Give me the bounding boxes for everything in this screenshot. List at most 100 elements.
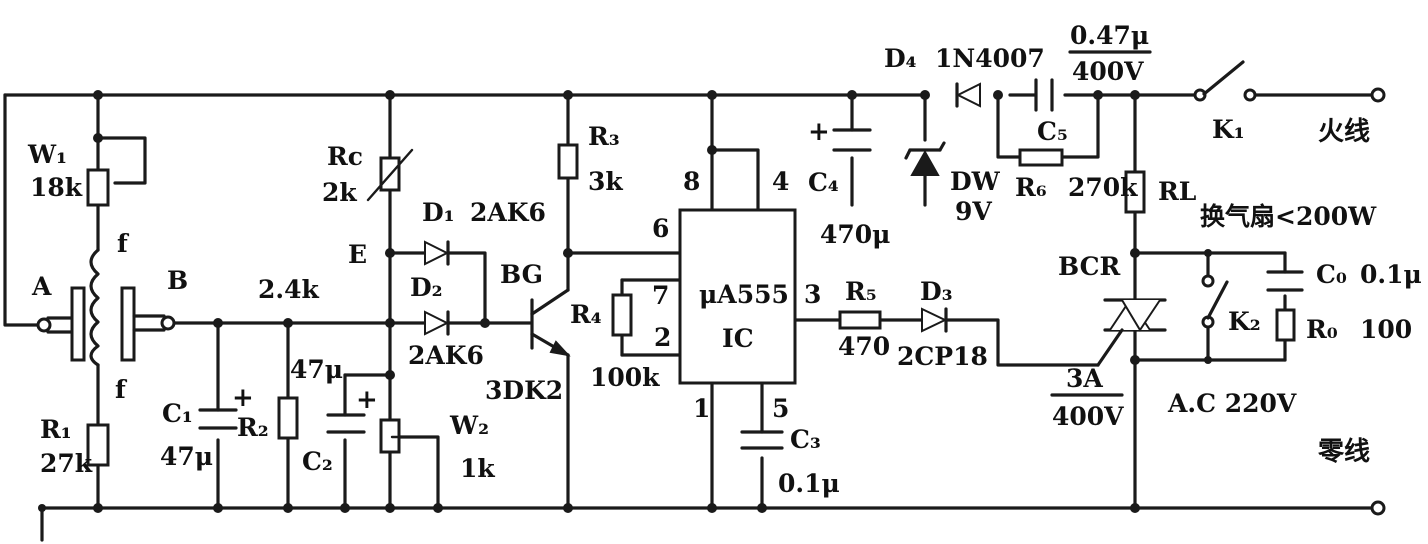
bcr-triac bbox=[1096, 298, 1167, 367]
ic-name: μA555 bbox=[699, 280, 789, 309]
r6-label: R₆ bbox=[1015, 173, 1047, 202]
live-label: 火线 bbox=[1318, 117, 1370, 147]
c3-value: 0.1μ bbox=[778, 469, 840, 498]
c1-value: 47μ bbox=[160, 442, 213, 471]
c2-capacitor bbox=[326, 413, 366, 434]
w1-value: 18k bbox=[30, 173, 83, 202]
bcr-value-top: 3A bbox=[1066, 364, 1103, 393]
ic-pin-2: 2 bbox=[654, 323, 671, 352]
coil-label-top: f bbox=[117, 229, 130, 258]
probe-a bbox=[36, 286, 86, 362]
r2-resistor bbox=[277, 396, 299, 440]
r5-resistor bbox=[838, 310, 882, 330]
rl-label: RL bbox=[1158, 177, 1197, 206]
bg-transistor bbox=[530, 288, 571, 357]
w2-potentiometer bbox=[379, 418, 402, 454]
c4-value: 470μ bbox=[820, 220, 890, 249]
w1-potentiometer bbox=[86, 168, 110, 207]
k1-label: K₁ bbox=[1212, 115, 1245, 144]
d1-type: 2AK6 bbox=[470, 198, 546, 227]
probe-b bbox=[120, 286, 176, 362]
ic-pin-1: 1 bbox=[693, 394, 710, 423]
component-labels: W₁ 18k f f A B R₁ 27k C₁ 47μ + R₂ 2.4k 4… bbox=[27, 21, 1422, 498]
d4-diode bbox=[955, 82, 981, 108]
c4-capacitor bbox=[832, 128, 872, 152]
ic-ref: IC bbox=[722, 324, 754, 353]
r1-resistor bbox=[86, 423, 110, 467]
c0-value: 0.1μ bbox=[1360, 260, 1422, 289]
ic-pin-4: 4 bbox=[772, 167, 789, 196]
live-terminal bbox=[1370, 87, 1386, 103]
c2-plus: + bbox=[356, 385, 378, 415]
c2-label: C₂ bbox=[302, 447, 333, 476]
dw-value: 9V bbox=[955, 197, 992, 226]
c1-label: C₁ bbox=[162, 399, 193, 428]
c5-capacitor bbox=[1034, 78, 1054, 112]
w2-value: 1k bbox=[460, 454, 495, 483]
d2-diode bbox=[424, 310, 450, 336]
k2-label: K₂ bbox=[1228, 307, 1261, 336]
r0-value: 100 bbox=[1360, 315, 1412, 344]
c5-value-bottom: 400V bbox=[1072, 57, 1144, 86]
d2-label: D₂ bbox=[410, 273, 443, 302]
r6-resistor bbox=[1018, 148, 1064, 167]
c0-label: C₀ bbox=[1316, 260, 1347, 289]
d3-diode bbox=[921, 307, 948, 333]
c1-plus: + bbox=[232, 383, 254, 413]
c5-value-top: 0.47μ bbox=[1070, 21, 1149, 50]
r5-label: R₅ bbox=[845, 277, 877, 306]
rl-load bbox=[1124, 170, 1146, 214]
rc-label: Rc bbox=[327, 142, 363, 171]
r1-value: 27k bbox=[40, 449, 93, 478]
rc-value: 2k bbox=[322, 178, 357, 207]
r4-resistor bbox=[611, 293, 633, 337]
d1-label: D₁ bbox=[422, 198, 455, 227]
d3-type: 2CP18 bbox=[897, 342, 988, 371]
ic-pin-5: 5 bbox=[772, 394, 789, 423]
ic-pin-8: 8 bbox=[683, 167, 700, 196]
w2-label: W₂ bbox=[449, 411, 489, 440]
k1-switch bbox=[1193, 60, 1257, 102]
r3-value: 3k bbox=[588, 167, 623, 196]
supply-label: A.C 220V bbox=[1167, 389, 1297, 418]
r5-value: 470 bbox=[838, 332, 890, 361]
k2-switch bbox=[1201, 274, 1229, 329]
bg-label: BG bbox=[500, 260, 543, 289]
r0-label: R₀ bbox=[1306, 315, 1338, 344]
d1-diode bbox=[424, 240, 450, 266]
r2-value: 2.4k bbox=[258, 275, 319, 304]
dw-zener-diode bbox=[904, 141, 946, 176]
d4-type: 1N4007 bbox=[935, 44, 1045, 73]
d2-type: 2AK6 bbox=[408, 341, 484, 370]
c4-plus: + bbox=[808, 117, 830, 147]
d4-label: D₄ bbox=[884, 44, 917, 73]
ic-ua555 bbox=[678, 208, 797, 385]
c5-label: C₅ bbox=[1037, 117, 1068, 146]
w1-label: W₁ bbox=[27, 140, 67, 169]
ic-pin-3: 3 bbox=[804, 280, 821, 309]
node-a-label: A bbox=[31, 272, 52, 301]
junction-dots bbox=[38, 90, 1212, 513]
c4-label: C₄ bbox=[808, 168, 839, 197]
c1-capacitor bbox=[198, 408, 238, 430]
r4-value: 100k bbox=[590, 363, 660, 392]
fan-note: 换气扇<200W bbox=[1200, 202, 1377, 231]
c2-value: 47μ bbox=[290, 355, 343, 384]
c3-capacitor bbox=[740, 430, 784, 450]
rc-variable-resistor bbox=[366, 148, 414, 202]
coil-label-bottom: f bbox=[115, 375, 128, 404]
bg-type: 3DK2 bbox=[485, 376, 563, 405]
bcr-label: BCR bbox=[1058, 252, 1120, 281]
r1-label: R₁ bbox=[40, 415, 72, 444]
c0-capacitor bbox=[1266, 270, 1304, 292]
r3-label: R₃ bbox=[588, 122, 620, 151]
r2-label: R₂ bbox=[237, 413, 269, 442]
r6-value: 270k bbox=[1068, 173, 1138, 202]
r3-resistor bbox=[557, 143, 579, 180]
neutral-terminal bbox=[1370, 500, 1386, 516]
node-b-label: B bbox=[167, 266, 188, 295]
bcr-value-bottom: 400V bbox=[1052, 402, 1124, 431]
ic-pin-6: 6 bbox=[652, 214, 669, 243]
r0-resistor bbox=[1275, 308, 1296, 342]
